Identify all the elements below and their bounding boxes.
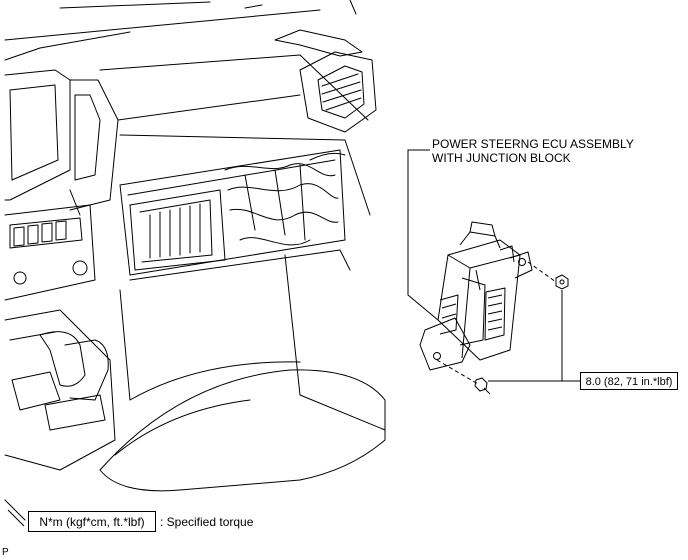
ecu-title-line1: POWER STEERNG ECU ASSEMBLY [432,137,634,151]
nut-icon [555,274,569,290]
corner-code: P [2,547,9,558]
dashboard-illustration [4,0,386,521]
legend-description: : Specified torque [160,515,254,529]
torque-leader [488,290,580,382]
ecu-assembly-illustration [419,221,533,371]
fastener-guides [436,261,557,385]
ecu-title: POWER STEERNG ECU ASSEMBLY WITH JUNCTION… [432,137,634,165]
title-leader [407,149,439,321]
legend-unit-box: N*m (kgf*cm, ft.*lbf) [28,511,156,532]
torque-spec-box: 8.0 (82, 71 in.*lbf) [580,372,678,390]
bolt-icon [474,377,491,395]
legend-mark [7,509,25,527]
ecu-title-line2: WITH JUNCTION BLOCK [432,151,571,165]
